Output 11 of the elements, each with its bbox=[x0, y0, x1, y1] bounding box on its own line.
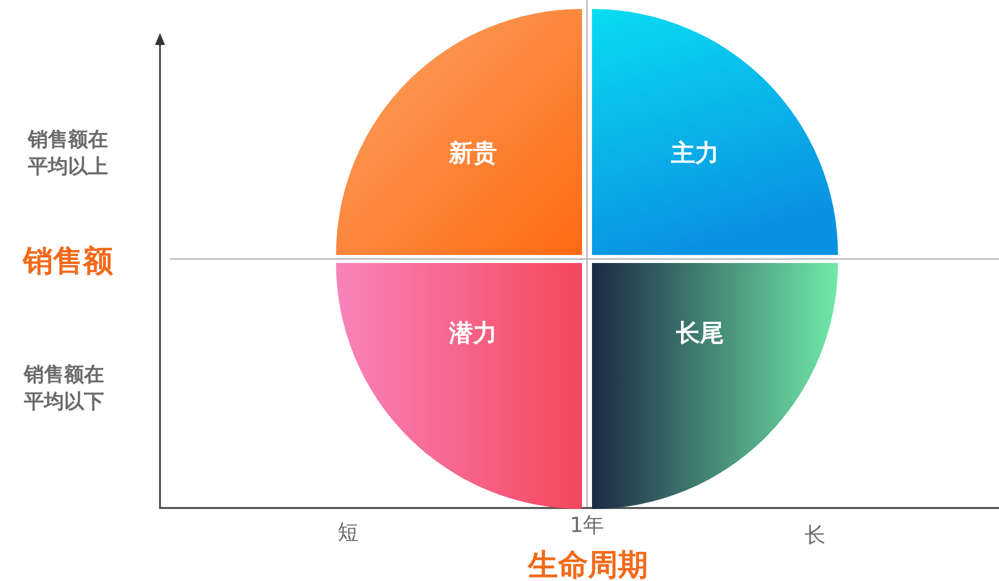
axis-title: 生命周期 bbox=[526, 546, 649, 581]
axis-tick-label: 销售额在平均以下 bbox=[22, 361, 105, 415]
axis-tick-label: 短 bbox=[336, 519, 360, 546]
axis-tick-label: 1年 bbox=[568, 512, 606, 539]
axis-title: 销售额 bbox=[21, 242, 114, 280]
axis-tick-label: 销售额在平均以上 bbox=[26, 126, 109, 180]
quadrant-label: 潜力 bbox=[449, 318, 497, 349]
quadrant-label: 主力 bbox=[671, 138, 719, 169]
quadrant-label: 新贵 bbox=[449, 138, 497, 169]
quadrant-label: 长尾 bbox=[676, 318, 724, 349]
axis-tick-label: 长 bbox=[804, 522, 826, 549]
